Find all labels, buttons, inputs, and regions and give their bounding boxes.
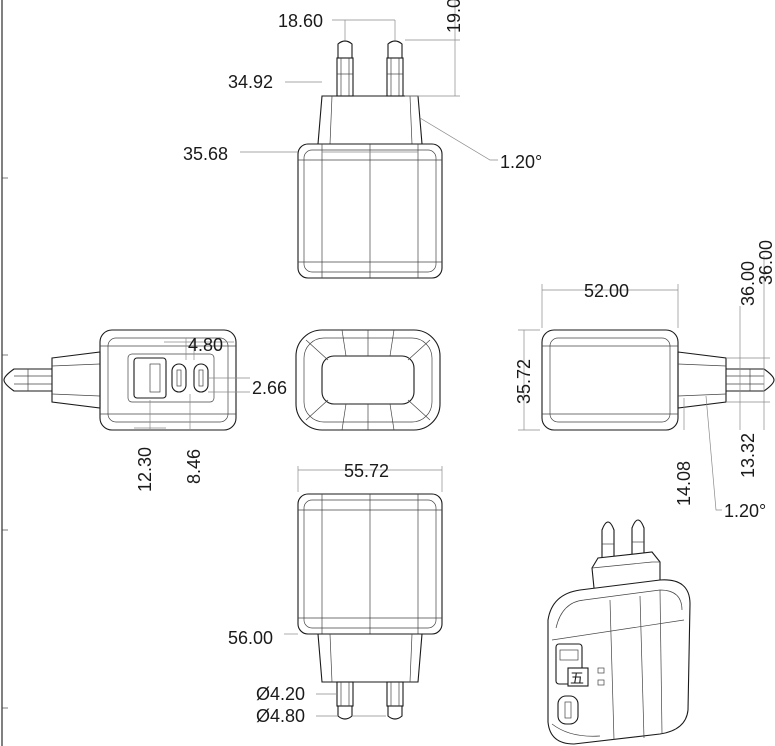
dim-usb-a-width: 12.30 [135, 447, 155, 492]
usb-a-port [133, 357, 167, 399]
bottom-view [297, 493, 443, 720]
top-view-dimensions: 18.60 19.0 34.92 35.68 1.20° [183, 0, 542, 172]
sheet-border [1, 0, 8, 746]
dim-right-36-a: 36.00 [738, 261, 758, 306]
right-view-body [541, 329, 679, 431]
dim-neck-width: 34.92 [228, 72, 273, 92]
dim-pin-dia-outer: Ø4.80 [256, 706, 305, 726]
dim-bottom-height: 56.00 [228, 628, 273, 648]
bottom-view-dimensions: 55.72 56.00 Ø4.20 Ø4.80 [228, 461, 443, 726]
dim-usb-c-spacing: 8.46 [184, 449, 204, 484]
left-view-dimensions: 4.80 2.66 12.30 8.46 [134, 335, 287, 492]
usb-c-port-1 [171, 363, 187, 393]
dim-pin-spacing: 18.60 [278, 11, 323, 31]
dim-draft-angle-side: 1.20° [724, 501, 766, 521]
dim-right-14: 14.08 [674, 461, 694, 506]
right-view-dimensions: 52.00 35.72 36.00 36.00 13.32 14.08 1.20… [514, 240, 775, 521]
usb-c-port-2 [193, 363, 209, 393]
dim-side-height: 35.72 [514, 359, 534, 404]
front-view [295, 329, 441, 431]
dim-port-label: 4.80 [188, 335, 223, 355]
isometric-view: 五 [547, 519, 691, 745]
dim-body-top-width: 35.68 [183, 144, 228, 164]
top-view-neck [317, 95, 423, 145]
iso-usb-c-port [557, 695, 579, 725]
top-view [297, 40, 443, 279]
iso-label: 五 [570, 670, 584, 686]
dim-draft-angle-top: 1.20° [500, 152, 542, 172]
dim-pin-dia-inner: Ø4.20 [256, 684, 305, 704]
right-view [541, 329, 775, 431]
left-view [3, 329, 237, 431]
top-view-pins [336, 40, 404, 97]
dim-pin-length: 19.0 [444, 0, 464, 33]
dim-port-gap: 2.66 [252, 378, 287, 398]
dim-right-13: 13.32 [738, 433, 758, 478]
dim-side-depth: 52.00 [584, 281, 629, 301]
left-view-body [99, 329, 237, 431]
dim-right-36-b: 36.00 [756, 240, 775, 285]
dim-bottom-width: 55.72 [344, 461, 389, 481]
